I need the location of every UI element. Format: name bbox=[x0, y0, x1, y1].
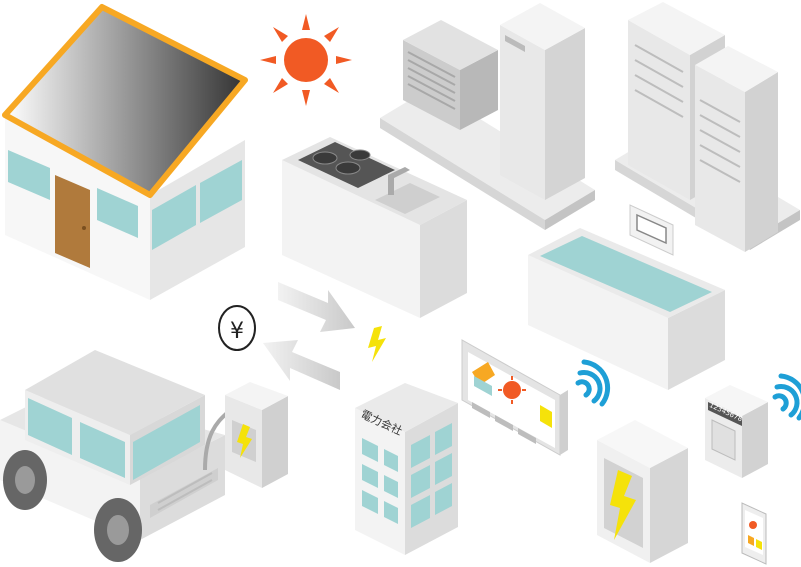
power-company-building: 電力会社 bbox=[355, 383, 458, 555]
bath-water bbox=[540, 236, 712, 312]
wifi-icon bbox=[575, 359, 611, 407]
lightning-icon bbox=[368, 326, 386, 362]
house-with-solar-panel bbox=[2, 4, 248, 300]
heat-pump-water-heater bbox=[380, 3, 595, 230]
lightning-icon bbox=[610, 470, 636, 540]
svg-text:¥: ¥ bbox=[230, 319, 244, 344]
house-door bbox=[55, 175, 90, 268]
solar-roof bbox=[2, 4, 248, 198]
energy-flow-arrows bbox=[263, 282, 355, 390]
storage-battery-cabinets bbox=[615, 2, 800, 252]
electric-car bbox=[0, 350, 230, 562]
bath-controller bbox=[629, 204, 674, 256]
car-window bbox=[28, 398, 72, 455]
wifi-icon bbox=[772, 373, 801, 421]
sun-icon bbox=[260, 14, 352, 106]
house-window-front bbox=[97, 188, 138, 238]
sun-icon bbox=[503, 381, 521, 399]
house-window-side bbox=[152, 185, 196, 250]
home-storage-battery bbox=[597, 420, 688, 563]
ih-kitchen-counter bbox=[282, 137, 467, 318]
bathtub bbox=[528, 228, 725, 390]
hems-monitor bbox=[461, 339, 568, 456]
lightning-icon bbox=[237, 424, 252, 458]
house-window-left bbox=[8, 150, 50, 200]
smartphone bbox=[741, 502, 767, 565]
ev-charger bbox=[225, 382, 288, 488]
smart-meter: 12345678 bbox=[705, 385, 768, 478]
yen-icon: ¥ bbox=[218, 305, 256, 351]
